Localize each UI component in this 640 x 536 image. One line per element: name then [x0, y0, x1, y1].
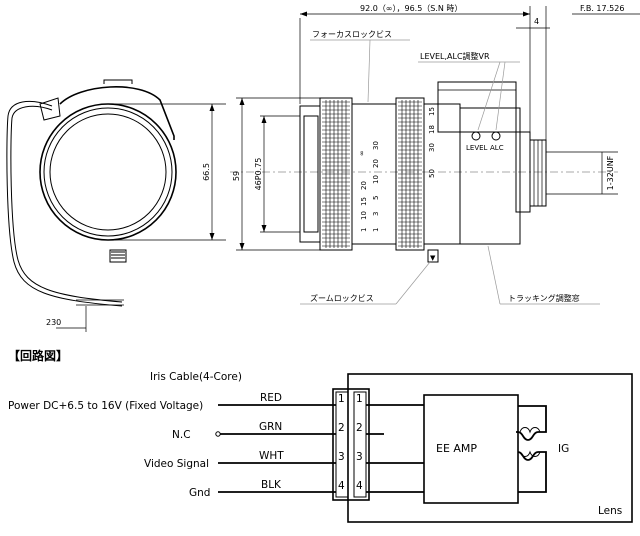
focus-scale-b30: 30 — [372, 141, 380, 150]
signal-video: Video Signal — [144, 458, 209, 470]
color-red: RED — [260, 392, 282, 404]
focus-scale-20: 20 — [360, 181, 368, 190]
signal-gnd: Gnd — [189, 487, 210, 499]
color-grn: GRN — [259, 421, 282, 433]
signal-power: Power DC+6.5 to 16V (Fixed Voltage) — [8, 400, 203, 412]
dim-body-dia: 59 — [232, 171, 241, 181]
zoom-scale-50: 50 — [428, 169, 436, 178]
pin-left-2: 2 — [338, 422, 345, 434]
pin-right-1: 1 — [356, 393, 363, 405]
dim-overall-length: 92.0（∞），96.5（S.N 時） — [360, 4, 462, 13]
front-view: 66.5 230 — [6, 79, 226, 332]
focus-scale-10: 10 — [360, 211, 368, 220]
dim-thread: 46P0.75 — [254, 158, 263, 191]
focus-scale-b5: 5 — [372, 196, 380, 200]
level-alc-vr-label: LEVEL,ALC調整VR — [420, 51, 490, 61]
zoom-lock-mark: ▼ — [430, 254, 436, 262]
signal-nc: N.C — [172, 429, 191, 441]
pin-right-3: 3 — [356, 451, 363, 463]
amp-label: EE AMP — [436, 442, 477, 455]
circuit-diagram: 【回路図】 Iris Cable(4-Core) Lens 1 2 3 4 1 … — [8, 348, 633, 523]
color-blk: BLK — [261, 479, 282, 491]
cable-title: Iris Cable(4-Core) — [150, 371, 242, 383]
pin-left-1: 1 — [338, 393, 345, 405]
lens-label: Lens — [598, 505, 622, 517]
dim-diameter: 66.5 — [202, 163, 211, 181]
inf-mark: ∞ — [358, 150, 366, 156]
dim-flange: 4 — [534, 17, 539, 26]
focus-scale-b1: 1 — [372, 228, 380, 232]
pin-left-3: 3 — [338, 451, 345, 463]
focus-lock-label: フォーカスロックビス — [312, 30, 392, 39]
dim-cable-length: 230 — [46, 318, 61, 327]
focus-scale-b3: 3 — [372, 212, 380, 216]
circuit-heading: 【回路図】 — [8, 348, 68, 363]
alc-label: ALC — [490, 144, 504, 152]
dim-mount: 1-32UNF — [606, 155, 615, 190]
zoom-scale-30: 30 — [428, 143, 436, 152]
focus-scale-b20: 20 — [372, 159, 380, 168]
pin-right-2: 2 — [356, 422, 363, 434]
tracking-label: トラッキング調整窓 — [508, 293, 580, 303]
pin-left-4: 4 — [338, 480, 345, 492]
color-wht: WHT — [259, 450, 284, 462]
focus-scale-15: 15 — [360, 197, 368, 206]
zoom-scale-15: 15 — [428, 107, 436, 116]
zoom-lock-label: ズームロックビス — [310, 293, 374, 303]
zoom-scale-18: 18 — [428, 125, 436, 134]
focus-scale-1: 1 — [360, 228, 368, 232]
level-label: LEVEL — [466, 144, 488, 152]
dim-fb: F.B. 17.526 — [580, 4, 624, 13]
focus-scale-b10: 10 — [372, 175, 380, 184]
side-view: 92.0（∞），96.5（S.N 時） F.B. 17.526 4 — [230, 4, 640, 305]
ig-label: IG — [558, 443, 569, 455]
pin-right-4: 4 — [356, 480, 363, 492]
